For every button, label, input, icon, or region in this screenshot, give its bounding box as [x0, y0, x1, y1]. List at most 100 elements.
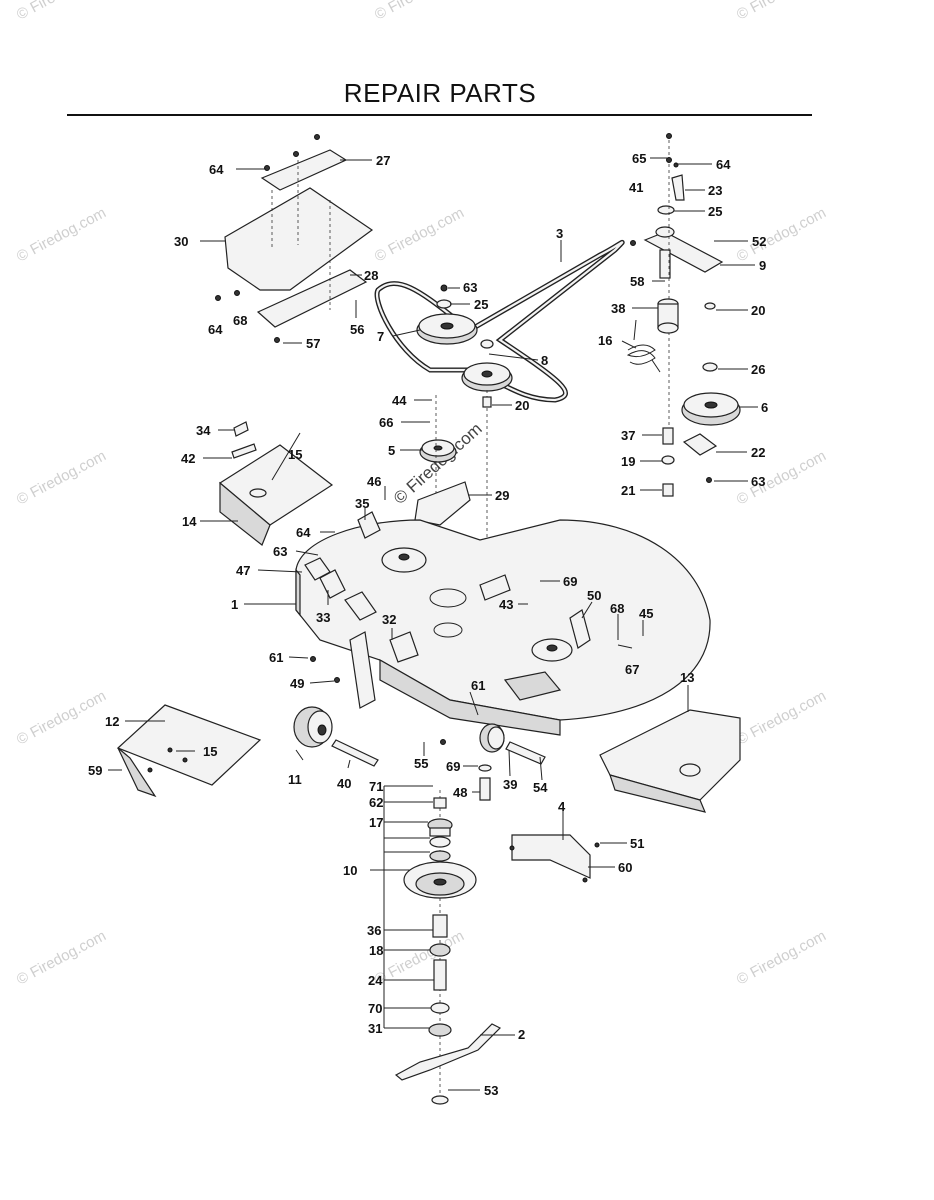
callout-label: 31 — [368, 1021, 382, 1036]
callout-label: 57 — [306, 336, 320, 351]
pulley-6 — [681, 392, 741, 426]
callout-label: 2 — [518, 1027, 525, 1042]
callout-label: 32 — [382, 612, 396, 627]
page-title: REPAIR PARTS — [343, 78, 537, 108]
watermark: © Firedog.com — [14, 0, 109, 24]
callout-label: 64 — [716, 157, 731, 172]
callout-label: 48 — [453, 785, 467, 800]
deck-cover-14 — [218, 421, 334, 546]
leader-lines — [108, 157, 758, 1091]
callout-label: 60 — [618, 860, 632, 875]
callout-label: 17 — [369, 815, 383, 830]
callout-label: 35 — [355, 496, 369, 511]
callout-label: 69 — [446, 759, 460, 774]
pulley-5 — [419, 439, 457, 463]
callout-label: 41 — [629, 180, 643, 195]
watermark: © Firedog.com — [734, 927, 829, 988]
callout-label: 10 — [343, 863, 357, 878]
callout-label: 14 — [182, 514, 197, 529]
callout-label: 1 — [231, 597, 238, 612]
callout-label: 11 — [288, 772, 302, 787]
bracket-22 — [682, 433, 718, 483]
callout-label: 8 — [541, 353, 548, 368]
callout-label: 61 — [269, 650, 283, 665]
callout-label: 47 — [236, 563, 250, 578]
baffle-4 — [509, 834, 600, 883]
callout-label: 36 — [367, 923, 381, 938]
callout-label: 49 — [290, 676, 304, 691]
callout-label: 3 — [556, 226, 563, 241]
blade-2 — [394, 1023, 502, 1081]
watermark: © Firedog.com — [734, 447, 829, 508]
callout-label: 16 — [598, 333, 612, 348]
callout-label: 67 — [625, 662, 639, 677]
callout-label: 63 — [751, 474, 765, 489]
callout-label: 21 — [621, 483, 635, 498]
callout-label: 19 — [621, 454, 635, 469]
callout-label: 20 — [751, 303, 765, 318]
watermark: © Firedog.com — [372, 927, 467, 988]
callout-label: 45 — [639, 606, 653, 621]
watermark: © Firedog.com — [14, 204, 109, 265]
spindle-assembly-10 — [370, 785, 477, 1100]
callout-label: 69 — [563, 574, 577, 589]
callout-label: 25 — [708, 204, 722, 219]
callout-labels: 27 64 30 28 64 68 56 57 3 63 25 7 8 6 5 6… — [88, 151, 768, 1098]
callout-label: 44 — [392, 393, 407, 408]
spring-16 — [626, 319, 661, 373]
callout-label: 54 — [533, 780, 548, 795]
callout-label: 64 — [208, 322, 223, 337]
callout-label: 39 — [503, 777, 517, 792]
callout-label: 7 — [377, 329, 384, 344]
callout-label: 59 — [88, 763, 102, 778]
callout-label: 12 — [105, 714, 119, 729]
callout-label: 53 — [484, 1083, 498, 1098]
deck-cover-13 — [599, 709, 741, 813]
pulley-7 — [416, 313, 478, 345]
callout-label: 37 — [621, 428, 635, 443]
callout-label: 28 — [364, 268, 378, 283]
callout-label: 15 — [203, 744, 217, 759]
callout-label: 64 — [296, 525, 311, 540]
callout-label: 24 — [368, 973, 383, 988]
watermark: © Firedog.com — [734, 0, 829, 24]
title-rule — [67, 114, 812, 116]
callout-label: 50 — [587, 588, 601, 603]
watermark: © Firedog.com — [734, 687, 829, 748]
bolt-53 — [431, 1095, 449, 1105]
watermark: © Firedog.com — [14, 687, 109, 748]
callout-label: 55 — [414, 756, 428, 771]
callout-label: 56 — [350, 322, 364, 337]
callout-label: 25 — [474, 297, 488, 312]
pulley-8 — [461, 362, 513, 392]
callout-label: 58 — [630, 274, 644, 289]
watermark: © Firedog.com — [734, 204, 829, 265]
callout-label: 4 — [558, 799, 566, 814]
callout-label: 68 — [610, 601, 624, 616]
callout-label: 15 — [288, 447, 302, 462]
callout-label: 34 — [196, 423, 211, 438]
mower-deck-housing — [295, 511, 711, 736]
callout-label: 6 — [761, 400, 768, 415]
watermark-layer: © Firedog.com © Firedog.com © Firedog.co… — [14, 0, 829, 989]
axle-54 — [505, 741, 546, 765]
callout-label: 20 — [515, 398, 529, 413]
callout-label: 22 — [751, 445, 765, 460]
callout-label: 27 — [376, 153, 390, 168]
callout-label: 38 — [611, 301, 625, 316]
callout-label: 70 — [368, 1001, 382, 1016]
callout-label: 71 — [369, 779, 383, 794]
callout-label: 13 — [680, 670, 694, 685]
callout-label: 26 — [751, 362, 765, 377]
callout-label: 64 — [209, 162, 224, 177]
deck-cover-12 — [116, 704, 262, 798]
idler-arm-9 — [630, 133, 724, 440]
callout-label: 42 — [181, 451, 195, 466]
callout-label: 63 — [463, 280, 477, 295]
callout-label: 5 — [388, 443, 395, 458]
callout-label: 30 — [174, 234, 188, 249]
callout-label: 61 — [471, 678, 485, 693]
watermark: © Firedog.com — [372, 204, 467, 265]
watermark: © Firedog.com — [372, 0, 467, 24]
